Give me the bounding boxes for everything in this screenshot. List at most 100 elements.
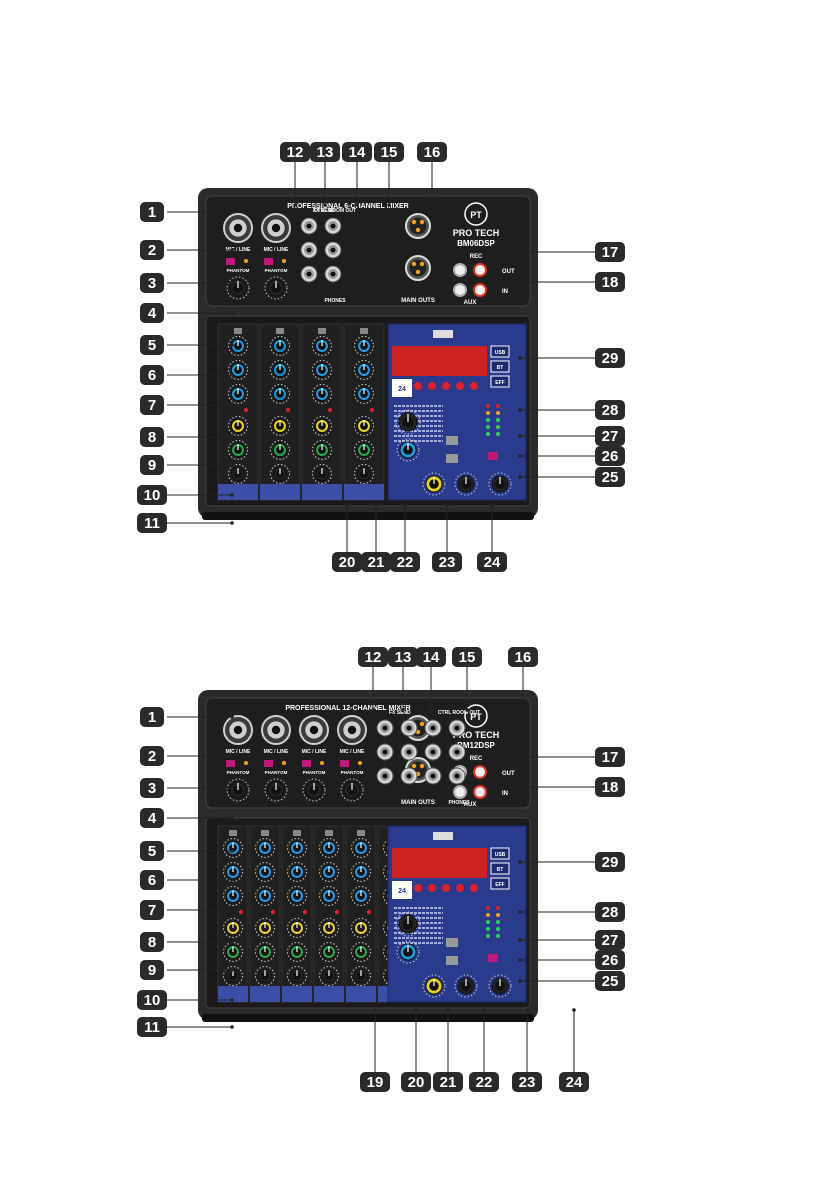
callout-badge xyxy=(374,142,404,162)
rca-jack xyxy=(473,283,487,297)
leader-dot xyxy=(230,373,234,377)
brand-logo-text: PT xyxy=(470,210,482,220)
leader-dot xyxy=(230,493,234,497)
eq-low-knob-scale xyxy=(228,384,248,404)
leader-dot xyxy=(230,998,234,1002)
phantom-led xyxy=(244,761,248,765)
callout-23: 23 xyxy=(432,552,462,572)
strip-base xyxy=(282,986,312,1002)
callout-number: 26 xyxy=(602,952,619,969)
eq-low-knob-scale xyxy=(255,886,275,906)
display-btn-label: EFF xyxy=(495,882,504,888)
trim-knob-scale xyxy=(264,778,288,802)
callout-badge xyxy=(332,552,362,572)
trim-knob-scale xyxy=(226,276,250,300)
callout-number: 22 xyxy=(476,1074,493,1091)
eq-mid-knob-scale xyxy=(351,862,371,882)
callout-badge xyxy=(401,1072,431,1092)
transport-button xyxy=(470,382,478,390)
level-meter-led xyxy=(496,934,500,938)
callout-badge xyxy=(595,930,625,950)
peak-led xyxy=(335,910,339,914)
callout-number: 4 xyxy=(148,305,157,322)
callout-9: 9 xyxy=(140,960,164,980)
callout-number: 5 xyxy=(148,337,156,354)
phantom-label: PHANTOM xyxy=(303,770,326,775)
pan-knob-scale xyxy=(228,440,248,460)
callout-7: 7 xyxy=(140,395,164,415)
strip-base xyxy=(346,986,376,1002)
strip-base xyxy=(218,986,248,1002)
callout-number: 12 xyxy=(287,144,304,161)
callout-number: 25 xyxy=(602,469,619,486)
callout-badge xyxy=(140,960,164,980)
lcd-display xyxy=(392,346,487,376)
line-jack-hole xyxy=(330,223,336,229)
low-cut-switch xyxy=(293,830,301,836)
line-jack-hole xyxy=(430,773,436,779)
callout-6: 6 xyxy=(140,870,164,890)
level-meter-led xyxy=(496,906,500,910)
callout-9: 9 xyxy=(140,455,164,475)
leader-dot xyxy=(230,754,234,758)
rca-jack xyxy=(453,785,467,799)
callout-badge xyxy=(416,647,446,667)
callout-number: 13 xyxy=(395,649,412,666)
leader-dot xyxy=(518,475,522,479)
callout-number: 6 xyxy=(148,872,156,889)
callout-badge xyxy=(595,426,625,446)
eq-high-knob-scale xyxy=(351,838,371,858)
callout-number: 14 xyxy=(423,649,440,666)
leader-dot xyxy=(490,503,494,507)
fx-knob-scale xyxy=(270,416,290,436)
mic-line-label: MIC / LINE xyxy=(340,749,365,755)
level-knob-scale xyxy=(255,966,275,986)
display-btn-label: BT xyxy=(497,365,504,371)
callout-badge xyxy=(137,485,167,505)
pan-knob-scale xyxy=(287,942,307,962)
mic-line-label: MIC / LINE xyxy=(264,247,289,253)
callout-badge xyxy=(508,647,538,667)
callout-badge xyxy=(595,971,625,991)
callout-number: 1 xyxy=(148,709,156,726)
eq-mid-knob-scale xyxy=(255,862,275,882)
callout-number: 1 xyxy=(148,204,156,221)
callout-4: 4 xyxy=(140,303,164,323)
fx-knob-scale xyxy=(354,416,374,436)
callout-27: 27 xyxy=(595,930,625,950)
combo-input-hole xyxy=(309,725,319,735)
callout-badge xyxy=(595,272,625,292)
callout-badge xyxy=(140,335,164,355)
leader-dot xyxy=(323,203,327,207)
leader-dot xyxy=(230,343,234,347)
model-name: BM06DSP xyxy=(457,239,495,248)
peak-led xyxy=(244,408,248,412)
display-btn-eff xyxy=(490,375,510,388)
line-jack-hole xyxy=(406,749,412,755)
trim-knob-scale xyxy=(264,276,288,300)
callout-number: 27 xyxy=(602,428,619,445)
phantom-led xyxy=(282,259,286,263)
level-meter-led xyxy=(496,913,500,917)
ctrl-room-label: CTRL ROOM OUT xyxy=(314,208,356,214)
usb-aux-switch xyxy=(446,956,458,965)
main-outs-label: MAIN OUTS xyxy=(401,298,435,304)
eq-high-knob-scale xyxy=(287,838,307,858)
callout-number: 24 xyxy=(566,1074,583,1091)
strip-base xyxy=(260,484,300,500)
level-meter-led xyxy=(486,913,490,917)
bit-badge-text: 24 xyxy=(398,888,406,895)
callout-number: 22 xyxy=(397,554,414,571)
leader-dot xyxy=(230,248,234,252)
low-cut-switch xyxy=(360,328,368,334)
callout-28: 28 xyxy=(595,902,625,922)
rca-jack xyxy=(473,263,487,277)
level-meter-led xyxy=(486,425,490,429)
callout-27: 27 xyxy=(595,426,625,446)
callout-21: 21 xyxy=(361,552,391,572)
eq-high-knob-scale xyxy=(228,336,248,356)
line-jack-hole xyxy=(306,271,312,277)
level-meter-led xyxy=(496,432,500,436)
eq-low-knob-scale xyxy=(351,886,371,906)
leader-dot xyxy=(482,1008,486,1012)
